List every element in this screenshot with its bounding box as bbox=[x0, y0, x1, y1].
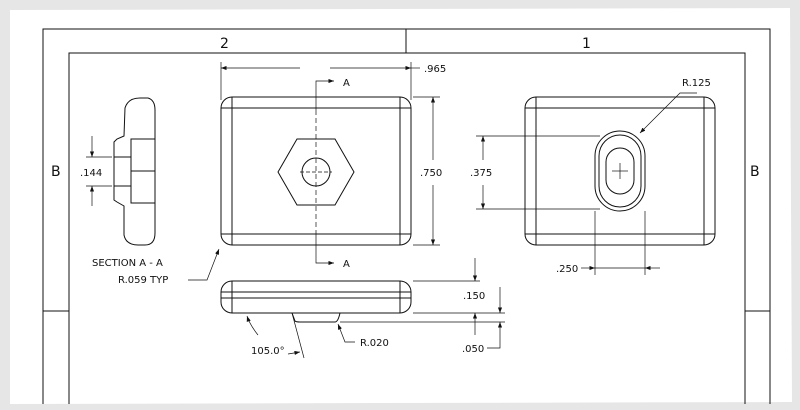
zone-1: 1 bbox=[582, 36, 591, 52]
section-mark-bottom: A bbox=[343, 259, 350, 270]
dim-boss: .050 bbox=[462, 344, 484, 355]
zone-b-right: B bbox=[750, 164, 760, 180]
dim-horizontal: .250 bbox=[556, 264, 578, 275]
right-view: R.125 .375 .250 bbox=[470, 78, 716, 275]
slot-radius: R.125 bbox=[682, 78, 711, 89]
paper bbox=[10, 8, 792, 404]
inner-border bbox=[68, 52, 746, 404]
bottom-view: .150 .050 105.0° R.020 bbox=[220, 258, 505, 359]
dim-vertical: .375 bbox=[470, 168, 492, 179]
zone-b-left: B bbox=[51, 164, 61, 180]
section-label: SECTION A - A bbox=[92, 258, 163, 269]
section-mark-top: A bbox=[343, 78, 350, 89]
dim-height: .750 bbox=[420, 168, 442, 179]
corner-radius: R.059 TYP bbox=[118, 275, 168, 286]
front-view: A A .965 .750 R.059 TYP bbox=[118, 62, 446, 286]
dim-hole: .144 bbox=[80, 168, 102, 179]
zone-2: 2 bbox=[220, 36, 229, 52]
dim-thickness: .150 bbox=[463, 291, 485, 302]
dim-width: .965 bbox=[424, 64, 446, 75]
angle-dim: 105.0° bbox=[251, 346, 285, 357]
section-view: .144 SECTION A - A bbox=[80, 97, 163, 269]
fillet-dim: R.020 bbox=[360, 338, 389, 349]
